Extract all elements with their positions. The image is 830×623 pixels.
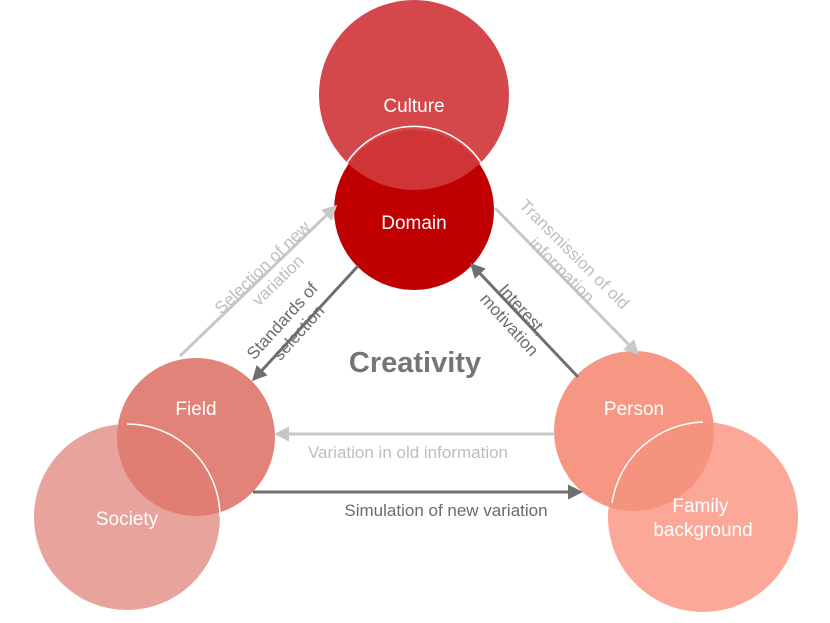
arrow-standards-of-selection [251,264,360,382]
family-background-label-line-1: Family [672,496,728,517]
arrow-transmission-of-old-information [493,206,640,356]
field-circle [117,358,275,516]
culture-domain-overlap-outline [339,125,489,177]
arrow-selection-of-new-variation [178,204,338,358]
family-background-label-line-2: background [653,520,752,541]
arrow-interest-motivation [469,262,580,379]
person-circle [554,351,714,511]
creativity-label: Creativity [349,347,481,379]
simulation-of-new-variation-label: Simulation of new variation [344,501,547,520]
society-field-overlap-outline [126,423,221,518]
person-label: Person [604,399,664,420]
interest-motivation-label: Interest, motivation [476,276,557,360]
family-background-label: Family background [653,496,752,541]
culture-label: Culture [383,96,444,117]
person-family-overlap-outline [611,421,704,504]
society-label: Society [96,509,159,530]
domain-label: Domain [381,213,446,234]
field-label: Field [175,399,216,420]
variation-in-old-information-label: Variation in old information [308,443,508,462]
